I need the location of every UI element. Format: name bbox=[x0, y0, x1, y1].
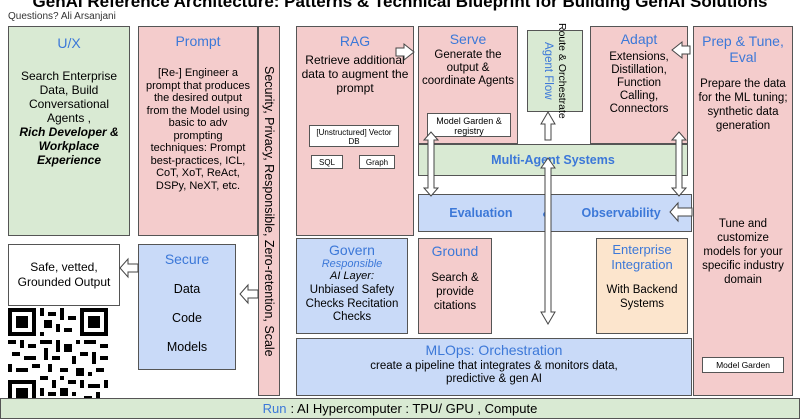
rag-box: RAG Retrieve additional data to augment … bbox=[296, 26, 414, 236]
ux-box: U/X Search Enterprise Data, Build Conver… bbox=[8, 26, 130, 236]
sql-chip: SQL bbox=[311, 155, 343, 169]
eval-obs-amp: & bbox=[542, 206, 552, 220]
govern-layer: Responsible AI Layer: bbox=[297, 258, 407, 282]
multi-agent-label: Multi-Agent Systems bbox=[491, 153, 615, 167]
run-label: Run bbox=[262, 401, 287, 416]
adapt-heading: Adapt bbox=[620, 31, 658, 47]
serve-box: Serve Generate the output & coordinate A… bbox=[418, 26, 518, 144]
observability-label: Observability bbox=[581, 206, 661, 220]
evaluation-observability: Evaluation & Observability bbox=[418, 194, 692, 232]
govern-heading: Govern bbox=[329, 242, 375, 258]
model-garden-registry-chip: Model Garden & registry bbox=[427, 113, 511, 137]
qr-code-icon bbox=[8, 308, 108, 408]
graph-chip: Graph bbox=[359, 155, 395, 169]
security-band: Security, Privacy, Responsible, Zero-ret… bbox=[258, 26, 280, 396]
serve-body: Generate the output & coordinate Agents bbox=[421, 49, 515, 87]
security-band-text: Security, Privacy, Responsible, Zero-ret… bbox=[262, 65, 276, 357]
adapt-box: Adapt Extensions, Distillation, Function… bbox=[590, 26, 688, 144]
govern-layer-suffix: AI Layer: bbox=[329, 270, 375, 282]
govern-responsible: Responsible bbox=[321, 258, 383, 270]
run-bar: Run : AI Hypercomputer : TPU/ GPU , Comp… bbox=[0, 398, 800, 419]
agent-flow-body: Route & Orchestrate bbox=[556, 23, 568, 119]
enterprise-integration-box: Enterprise Integration With Backend Syst… bbox=[596, 238, 688, 334]
adapt-body: Extensions, Distillation, Function Calli… bbox=[609, 51, 669, 115]
secure-item-code: Code bbox=[172, 311, 202, 325]
mlops-heading: MLOps: Orchestration bbox=[425, 342, 563, 358]
prompt-heading: Prompt bbox=[175, 33, 221, 49]
run-body: : AI Hypercomputer : TPU/ GPU , Compute bbox=[290, 401, 538, 416]
secure-item-models: Models bbox=[166, 340, 208, 354]
secure-box: Secure Data Code Models bbox=[138, 244, 236, 370]
ground-heading: Ground bbox=[431, 243, 479, 259]
ux-emphasis: Rich Developer & Workplace Experience bbox=[19, 125, 119, 167]
mlops-box: MLOps: Orchestration create a pipeline t… bbox=[296, 338, 692, 396]
safe-output-box: Safe, vetted, Grounded Output bbox=[8, 244, 120, 306]
serve-heading: Serve bbox=[449, 31, 487, 47]
prep-body-1: Prepare the data for the ML tuning; synt… bbox=[698, 78, 788, 132]
secure-item-data: Data bbox=[173, 282, 201, 296]
govern-body: Unbiased Safety Checks Recitation Checks bbox=[305, 284, 399, 323]
ground-body: Search & provide citations bbox=[431, 272, 479, 312]
page-title: GenAI Reference Architecture: Patterns &… bbox=[32, 0, 768, 11]
prep-model-garden-chip: Model Garden bbox=[702, 357, 784, 373]
ux-body: Search Enterprise Data, Build Conversati… bbox=[20, 69, 118, 125]
prompt-body: [Re-] Engineer a prompt that produces th… bbox=[146, 67, 250, 192]
prep-heading: Prep & Tune, Eval bbox=[702, 33, 784, 65]
multi-agent-systems: Multi-Agent Systems bbox=[418, 144, 688, 176]
prep-tune-box: Prep & Tune, Eval Prepare the data for t… bbox=[693, 26, 793, 396]
page-subtitle: Questions? Ali Arsanjani bbox=[8, 11, 116, 22]
enterprise-heading: Enterprise Integration bbox=[611, 242, 673, 272]
prep-body-2: Tune and customize models for your speci… bbox=[702, 218, 784, 286]
ux-heading: U/X bbox=[57, 35, 81, 51]
mlops-body: create a pipeline that integrates & moni… bbox=[370, 360, 618, 385]
agent-flow-heading: Agent Flow bbox=[542, 42, 554, 100]
prompt-box: Prompt [Re-] Engineer a prompt that prod… bbox=[138, 26, 258, 236]
rag-body: Retrieve additional data to augment the … bbox=[301, 53, 409, 95]
secure-heading: Secure bbox=[164, 251, 210, 267]
govern-box: Govern Responsible AI Layer: Unbiased Sa… bbox=[296, 238, 408, 334]
safe-output-text: Safe, vetted, Grounded Output bbox=[17, 260, 111, 289]
enterprise-body: With Backend Systems bbox=[606, 284, 678, 310]
rag-heading: RAG bbox=[339, 33, 371, 49]
evaluation-label: Evaluation bbox=[449, 206, 513, 220]
ground-box: Ground Search & provide citations bbox=[418, 238, 492, 334]
vector-db-chip: [Unstructured] Vector DB bbox=[309, 125, 399, 147]
agent-flow-box: Agent Flow Route & Orchestrate bbox=[527, 23, 583, 119]
